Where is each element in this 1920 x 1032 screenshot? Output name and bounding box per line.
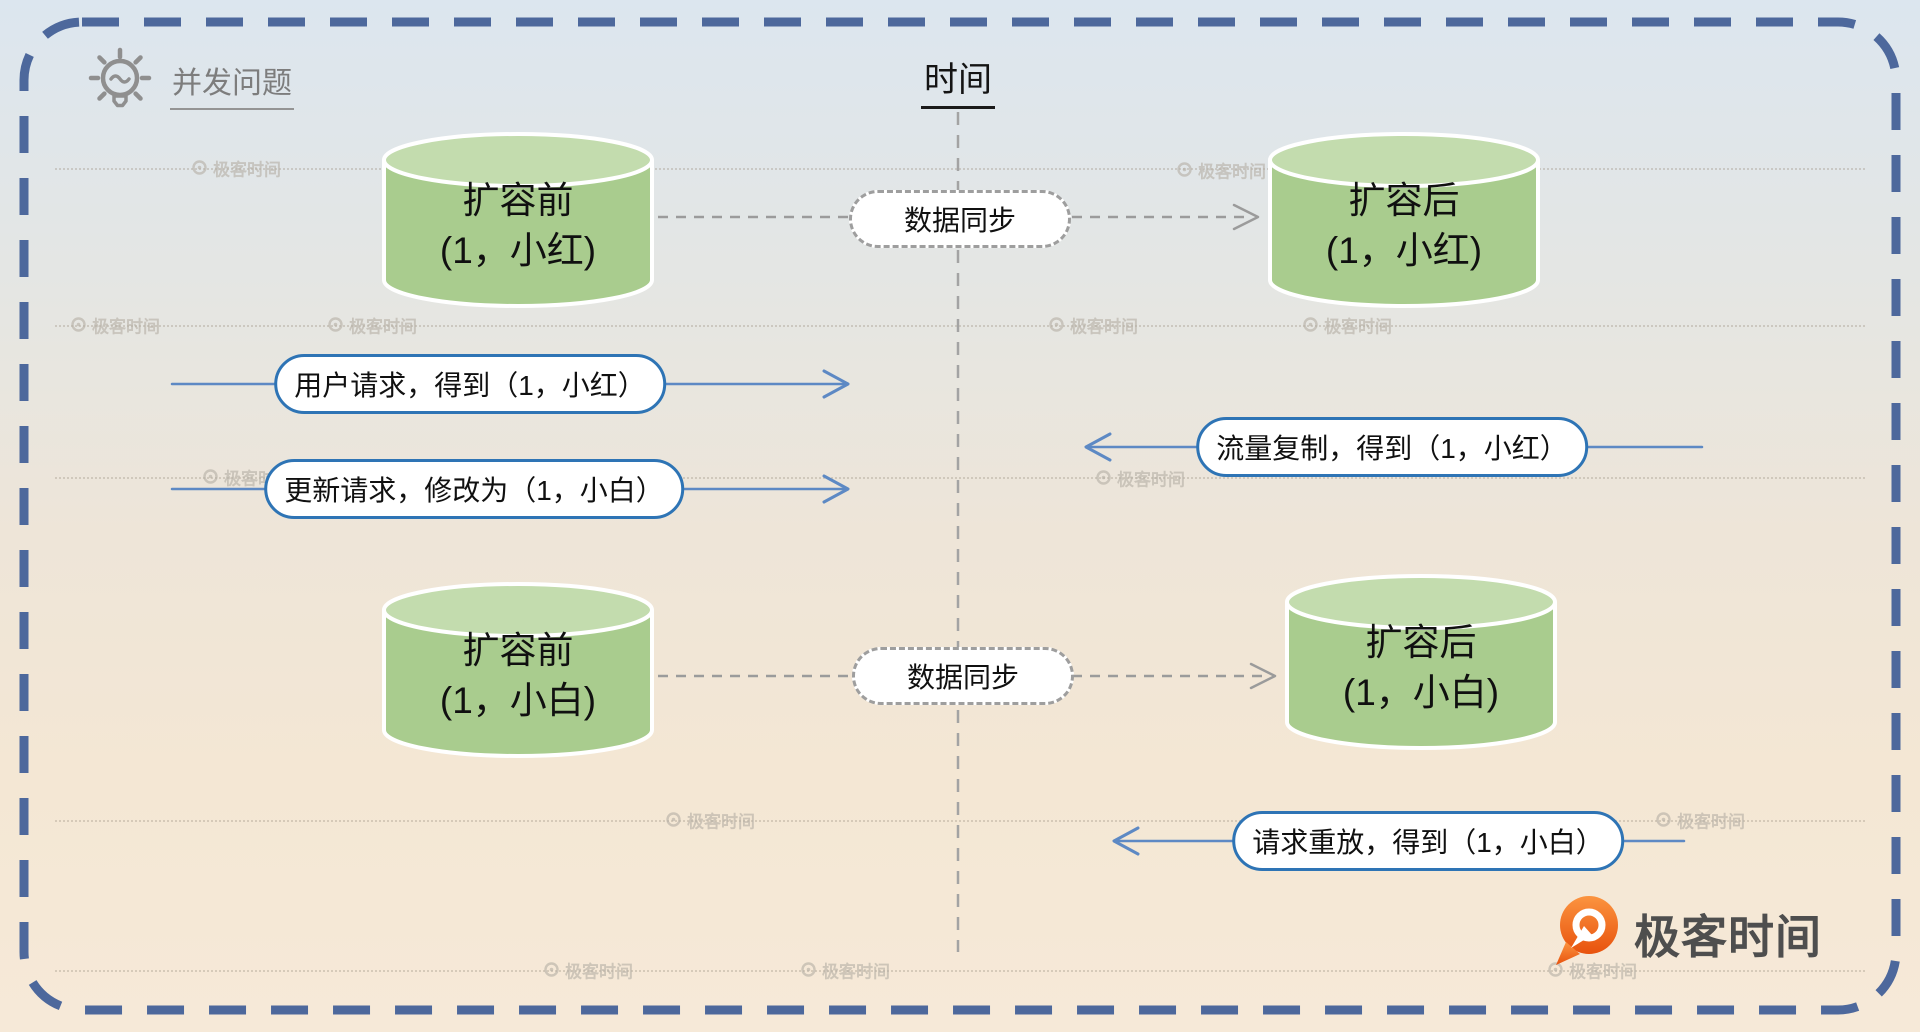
user-update-pill: 更新请求，修改为（1，小白）: [264, 459, 684, 519]
cylinder-title: 扩容前: [462, 630, 574, 671]
note-label: 并发问题: [170, 44, 294, 110]
note: 并发问题: [84, 44, 294, 125]
traffic-copy-pill: 流量复制，得到（1，小红）: [1196, 417, 1588, 477]
cylinder-title: 扩容后: [1365, 622, 1477, 663]
lightbulb-icon: [84, 44, 156, 125]
cylinder-label: 扩容前 (1，小红): [380, 176, 656, 276]
db-cylinder-before-red: 扩容前 (1，小红): [380, 130, 656, 310]
geektime-logo: 极客时间: [1554, 894, 1822, 973]
cylinder-value: (1，小白): [439, 680, 597, 721]
cylinder-label: 扩容后 (1，小红): [1266, 176, 1542, 276]
replay-pill: 请求重放，得到（1，小白）: [1232, 811, 1624, 871]
cylinder-value: (1，小白): [1342, 672, 1500, 713]
cylinder-title: 扩容前: [462, 180, 574, 221]
geektime-logo-text: 极客时间: [1634, 910, 1822, 963]
geektime-logo-icon: [1554, 894, 1622, 973]
db-cylinder-before-white: 扩容前 (1，小白): [380, 580, 656, 760]
user-read-pill: 用户请求，得到（1，小红）: [274, 354, 666, 414]
cylinder-label: 扩容前 (1，小白): [380, 626, 656, 726]
time-axis-label: 时间: [921, 52, 995, 109]
sync-pill-bottom: 数据同步: [851, 647, 1075, 705]
cylinder-value: (1，小红): [1325, 230, 1483, 271]
cylinder-title: 扩容后: [1348, 180, 1460, 221]
cylinder-value: (1，小红): [439, 230, 597, 271]
sync-pill-top: 数据同步: [848, 190, 1072, 248]
db-cylinder-after-white: 扩容后 (1，小白): [1283, 572, 1559, 752]
cylinder-label: 扩容后 (1，小白): [1283, 618, 1559, 718]
db-cylinder-after-red: 扩容后 (1，小红): [1266, 130, 1542, 310]
